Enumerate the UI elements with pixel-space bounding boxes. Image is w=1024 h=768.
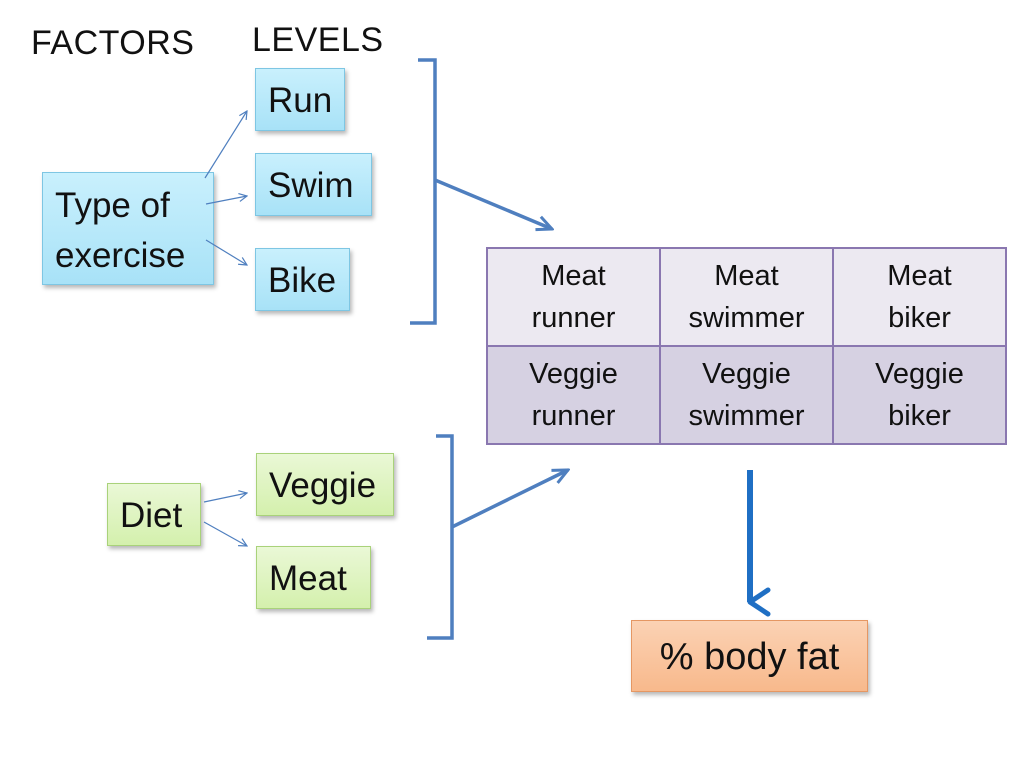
grid-cell-line: Meat bbox=[541, 260, 606, 292]
grid-cell-line: Veggie bbox=[875, 358, 964, 390]
grid-cell-line: Meat bbox=[714, 260, 779, 292]
levels-heading: LEVELS bbox=[252, 21, 384, 59]
grid-cell-line: runner bbox=[531, 302, 616, 334]
grid-cell-meat-biker: Meat biker bbox=[832, 247, 1007, 347]
factor-diet-box: Diet bbox=[107, 483, 201, 546]
grid-cell-line: runner bbox=[531, 400, 616, 432]
grid-cell-meat-swimmer: Meat swimmer bbox=[659, 247, 834, 347]
connector-exercise-run bbox=[204, 111, 247, 179]
factors-heading: FACTORS bbox=[31, 24, 195, 62]
outcome-body-fat-box: % body fat bbox=[631, 620, 868, 692]
level-bike-box: Bike bbox=[255, 248, 350, 311]
grid-cell-line: biker bbox=[888, 400, 951, 432]
grid-cell-line: Meat bbox=[887, 260, 952, 292]
combination-grid: Meat runner Meat swimmer Meat biker Vegg… bbox=[486, 247, 1007, 445]
grid-cell-veggie-biker: Veggie biker bbox=[832, 345, 1007, 445]
grid-cell-line: Veggie bbox=[529, 358, 618, 390]
level-run-box: Run bbox=[255, 68, 345, 131]
grid-row-veggie: Veggie runner Veggie swimmer Veggie bike… bbox=[486, 345, 1007, 445]
grid-cell-line: biker bbox=[888, 302, 951, 334]
level-meat-box: Meat bbox=[256, 546, 371, 609]
factor-exercise-box: Type of exercise bbox=[42, 172, 214, 285]
bracket-diet bbox=[427, 434, 454, 640]
grid-cell-meat-runner: Meat runner bbox=[486, 247, 661, 347]
grid-cell-veggie-swimmer: Veggie swimmer bbox=[659, 345, 834, 445]
grid-cell-veggie-runner: Veggie runner bbox=[486, 345, 661, 445]
level-swim-box: Swim bbox=[255, 153, 372, 216]
grid-cell-line: swimmer bbox=[688, 400, 805, 432]
grid-cell-line: swimmer bbox=[688, 302, 805, 334]
factor-exercise-line1: Type of bbox=[55, 186, 170, 225]
factor-exercise-line2: exercise bbox=[55, 236, 186, 275]
connector-diet-meat bbox=[203, 521, 247, 546]
level-veggie-box: Veggie bbox=[256, 453, 394, 516]
grid-row-meat: Meat runner Meat swimmer Meat biker bbox=[486, 247, 1007, 347]
arrow-diet-to-grid bbox=[451, 468, 568, 529]
bracket-exercise bbox=[410, 58, 437, 325]
arrow-exercise-to-grid bbox=[434, 178, 552, 229]
grid-cell-line: Veggie bbox=[702, 358, 791, 390]
connector-diet-veggie bbox=[203, 493, 247, 503]
